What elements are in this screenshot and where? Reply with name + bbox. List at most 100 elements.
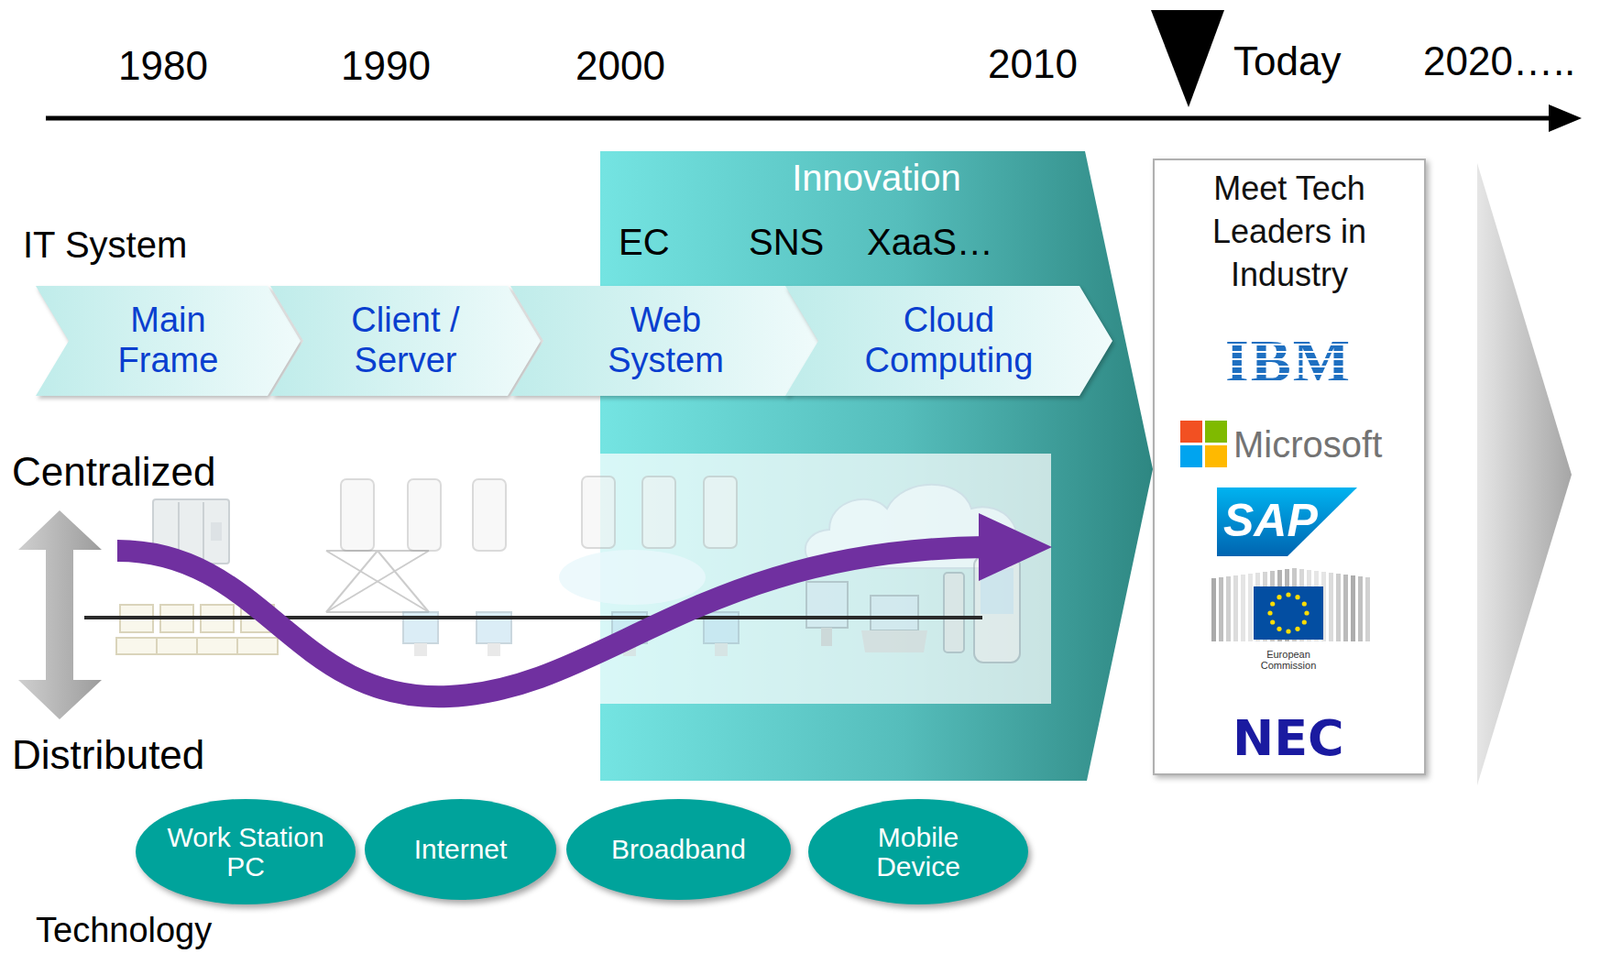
- eu-building-part: [1365, 577, 1370, 642]
- eu-building-part: [1350, 575, 1356, 642]
- row-heading: IT System: [22, 223, 187, 266]
- eu-stars-part: [1294, 626, 1300, 632]
- eu-building-part: [1277, 569, 1283, 642]
- eu-stars-part: [1276, 594, 1282, 600]
- terminal-icons-part: [241, 604, 274, 633]
- server-icons-part: [703, 476, 737, 548]
- web-cloud: [558, 549, 706, 605]
- eu-building-part: [1211, 578, 1217, 642]
- technology-oval-text: Mobile Device: [854, 822, 983, 881]
- innovation-item: EC: [618, 220, 670, 264]
- it-system-chevron: Client / Server: [270, 285, 541, 396]
- eu-building-part: [1358, 576, 1363, 642]
- mainframe-icon: [153, 499, 230, 564]
- network-mesh-part: [326, 611, 429, 614]
- client-icons-part: [612, 612, 647, 644]
- tech-leaders-box: Meet Tech Leaders in Industry: [1152, 158, 1426, 776]
- future-arrow: [1477, 163, 1572, 786]
- trend-arrow-part: [117, 547, 986, 697]
- network-mesh-part: [326, 549, 429, 552]
- technology-oval: Broadband: [566, 799, 791, 900]
- it-system-chevron-outline-part: [785, 285, 1113, 396]
- it-system-chevron: Web System: [510, 285, 822, 396]
- eu-stars-part: [1294, 594, 1300, 600]
- mobile-device-icons-part: [806, 581, 848, 628]
- technology-oval-outline-part: [566, 799, 791, 900]
- axis-label: Centralized: [11, 449, 217, 496]
- mobile-device-icons-part: [870, 595, 919, 631]
- eu-building-part: [1248, 573, 1253, 642]
- eu-stars-part: [1276, 626, 1282, 632]
- microsoft-squares-part: [1205, 420, 1228, 443]
- timeline-arrow-part: [1548, 104, 1582, 132]
- client-icons-part: [714, 643, 728, 657]
- year-label: 1990: [340, 43, 431, 90]
- terminal-icons-part: [200, 604, 234, 633]
- mobile-device-icons-part: [821, 627, 833, 647]
- year-label: 1980: [118, 43, 209, 90]
- terminal-icons-part: [116, 637, 157, 655]
- eu-building-part: [1314, 570, 1319, 642]
- today-marker: [1150, 10, 1225, 108]
- sap-shape: [1216, 487, 1358, 557]
- innovation-item: XaaS…: [866, 220, 994, 264]
- innovation-item: SNS: [748, 220, 824, 264]
- illustration-backdrop: [600, 453, 1052, 704]
- mainframe-icon-part: [153, 499, 230, 564]
- mobile-device-icons: [806, 556, 1020, 663]
- microsoft-squares-part: [1180, 420, 1203, 443]
- timeline-arrow-part: [45, 116, 1554, 121]
- eu-stars-part: [1285, 591, 1291, 597]
- eu-building-part: [1336, 573, 1341, 642]
- network-mesh-part: [326, 550, 378, 613]
- timeline-arrow: [45, 104, 1582, 132]
- trend-arrow: [117, 513, 1053, 697]
- technology-oval-text: Work Station PC: [153, 822, 338, 881]
- network-mesh-part: [326, 550, 429, 613]
- innovation-band-outline-part: [600, 151, 1153, 781]
- it-system-chevron-text: Client / Server: [328, 300, 484, 381]
- server-icons: [340, 476, 737, 551]
- eu-building-part: [1255, 572, 1261, 642]
- eu-building-part: [1233, 575, 1239, 642]
- mainframe-icon-part: [177, 502, 180, 561]
- technology-oval: Internet: [364, 799, 557, 900]
- tech-leaders-box-text: Meet Tech Leaders in Industry: [1174, 167, 1404, 296]
- eu-building-part: [1226, 576, 1231, 642]
- technology-oval-outline-part: [135, 799, 356, 905]
- mobile-device-icons-part: [943, 572, 965, 653]
- eu-building-part: [1343, 574, 1348, 642]
- client-icons-part: [623, 643, 636, 657]
- row-heading: Technology: [35, 910, 212, 952]
- eu-stars-part: [1302, 601, 1307, 606]
- server-icons-part: [407, 479, 441, 551]
- client-icons-part: [476, 612, 512, 644]
- eu-stars-part: [1285, 628, 1291, 634]
- microsoft-squares: [1180, 420, 1228, 468]
- terminal-icons-part: [197, 637, 238, 655]
- terminal-icons-part: [160, 604, 194, 633]
- eu-stars-part: [1304, 610, 1309, 615]
- eu-building-part: [1262, 571, 1268, 642]
- eu-building-part: [1306, 569, 1312, 642]
- tech-leaders-box-outline: [1152, 158, 1426, 776]
- microsoft-logo: Microsoft: [1233, 423, 1382, 466]
- innovation-band-text: Innovation: [791, 156, 962, 199]
- eu-building: [1211, 568, 1370, 642]
- client-icons-part: [703, 612, 739, 644]
- tech-leaders-box-outline-part: [1153, 159, 1425, 775]
- terminal-icons-part: [237, 637, 278, 655]
- it-system-chevron-text: Cloud Computing: [850, 300, 1048, 381]
- it-system-chevron: Main Frame: [35, 285, 301, 396]
- eu-building-part: [1321, 571, 1327, 642]
- it-system-chevron: Cloud Computing: [785, 285, 1113, 396]
- year-label: 2020…..: [1423, 38, 1576, 86]
- terminal-icons: [116, 604, 278, 655]
- it-system-chevron-text: Main Frame: [99, 300, 238, 381]
- sap-logo: SAP: [1223, 494, 1318, 548]
- it-system-chevron-text: Web System: [583, 300, 749, 381]
- it-system-chevron-outline-part: [270, 285, 541, 396]
- terminal-icons-part: [120, 604, 154, 633]
- eu-stars-part: [1267, 610, 1272, 615]
